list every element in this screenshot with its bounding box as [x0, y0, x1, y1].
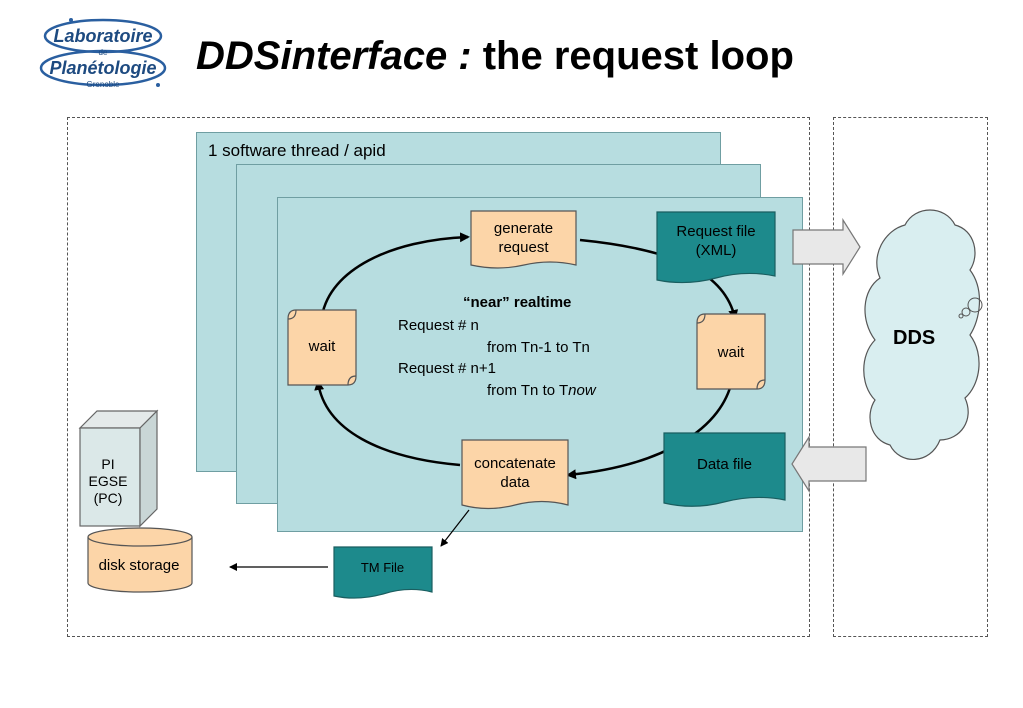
arrow-request-to-dds [792, 217, 861, 277]
arrow-concatenate-to-tm [440, 509, 470, 547]
logo-line3: Planétologie [49, 58, 156, 78]
tm-file-doc [333, 546, 433, 599]
disk-storage-label: disk storage [98, 557, 180, 574]
wait-right-label: wait [717, 344, 745, 361]
request-n1-range: from Tn to Tnow [487, 382, 596, 399]
near-realtime-heading: “near” realtime [463, 294, 572, 311]
generate-request-doc [470, 210, 577, 269]
system-boundary [67, 117, 810, 637]
request-file-doc [656, 211, 776, 284]
request-n1: Request # n+1 [398, 360, 496, 377]
wait-left-label: wait [308, 338, 336, 355]
title-rest: the request loop [471, 34, 794, 78]
dds-cloud [863, 209, 981, 460]
lab-logo: Laboratoire de Planétologie Grenoble [38, 12, 168, 94]
logo-line1: Laboratoire [53, 26, 152, 46]
tm-file-label: TM File [360, 560, 405, 575]
request-n: Request # n [398, 317, 479, 334]
page-title: DDSinterface : the request loop [196, 34, 794, 79]
arrow-dds-to-data [791, 434, 867, 494]
pc-label: PI EGSE (PC) [88, 456, 128, 506]
title-italic: DDSinterface : [196, 34, 472, 78]
logo-graphic: Laboratoire de Planétologie Grenoble [39, 18, 167, 89]
thread-panel-label: 1 software thread / apid [208, 141, 386, 160]
data-file-label: Data file [696, 456, 753, 473]
concatenate-data-doc [461, 439, 569, 510]
dds-boundary [833, 117, 988, 637]
logo-line4: Grenoble [87, 80, 120, 89]
request-n-range: from Tn-1 to Tn [487, 339, 590, 356]
request-file-label: Request file (XML) [676, 223, 756, 259]
arrow-to-generate [320, 232, 470, 317]
data-file-doc [663, 432, 786, 507]
concatenate-data-label: concatenate data [474, 455, 556, 491]
arrow-concatenate-to-wait [314, 380, 461, 467]
generate-request-label: generate request [493, 220, 554, 256]
disk-storage-icon [87, 537, 193, 593]
logo-line2: de [99, 48, 108, 57]
dds-label: DDS [893, 327, 936, 349]
